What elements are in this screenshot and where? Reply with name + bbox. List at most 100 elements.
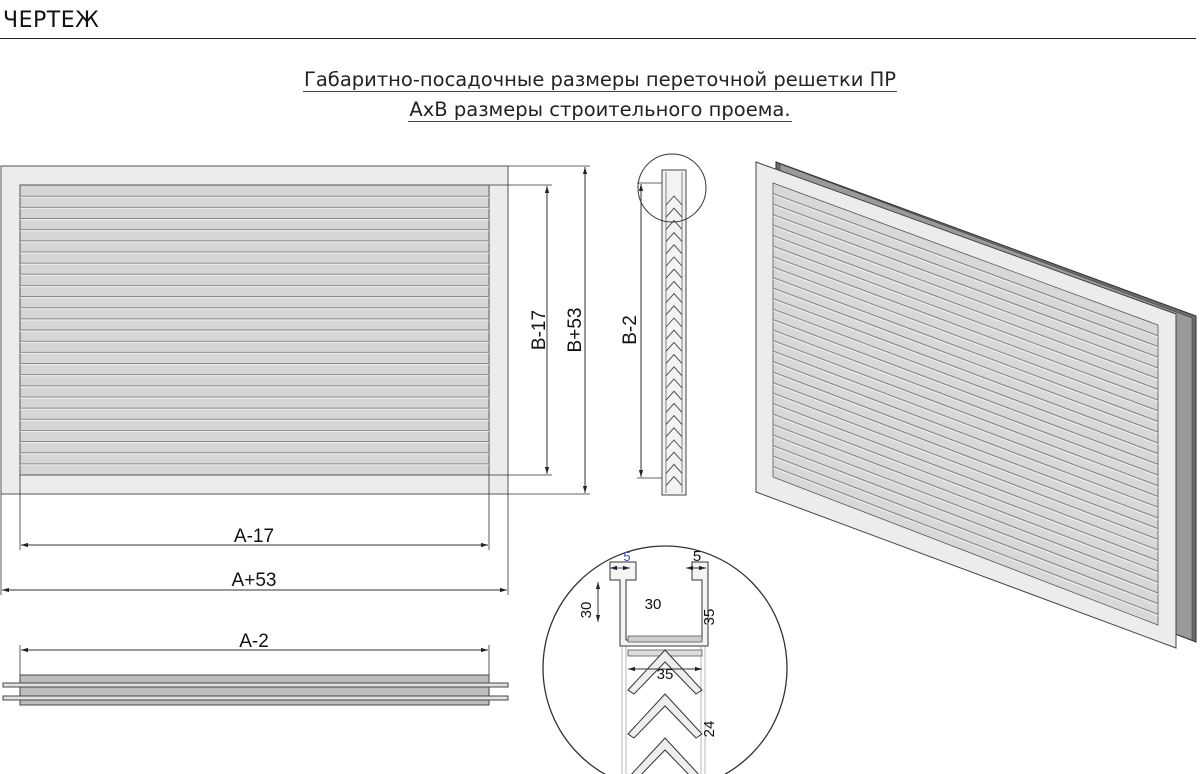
side-blade-chevron — [665, 414, 683, 425]
dim-label-a2: A-2 — [239, 631, 269, 652]
detail-callout-circle — [637, 153, 707, 223]
front-louver-slats — [20, 195, 489, 466]
top-flange-a — [2, 682, 509, 688]
header-divider — [0, 38, 1196, 39]
front-view — [0, 165, 509, 495]
detail-frame-profile — [609, 561, 709, 647]
side-blade-chevron — [665, 427, 683, 438]
side-blade-chevron — [665, 402, 683, 413]
drawing-title-line1: Габаритно-посадочные размеры переточной … — [302, 68, 898, 92]
side-blade-chevron — [665, 390, 683, 401]
side-blade-chevron — [665, 439, 683, 450]
detail-view: 5 5 30 30 35 35 24 — [542, 545, 788, 774]
dim-label-b53: B+53 — [565, 308, 586, 353]
perspective-slat-line — [772, 277, 1159, 422]
perspective-slat-line — [772, 371, 1159, 519]
perspective-slat-line — [772, 392, 1159, 540]
dim-label-24-pitch: 24 — [701, 721, 718, 738]
side-blade-chevron — [665, 195, 683, 206]
perspective-slat-highlight — [772, 467, 1159, 617]
perspective-slat-line — [772, 214, 1159, 358]
side-blade-chevron — [665, 317, 683, 328]
perspective-slat-highlight — [772, 236, 1159, 381]
perspective-slat-highlight — [772, 289, 1159, 435]
perspective-slat-highlight — [772, 320, 1159, 467]
perspective-slat-highlight — [772, 352, 1159, 499]
perspective-slat-highlight — [772, 457, 1159, 606]
perspective-slat-highlight — [772, 310, 1159, 456]
front-horizontal-dims: A-17 A+53 — [0, 475, 509, 595]
dim-label-b17: B-17 — [529, 310, 550, 350]
detail-blade-profile — [627, 737, 703, 774]
dim-label-a53: A+53 — [232, 570, 277, 591]
perspective-slat-line — [772, 308, 1159, 455]
brand-logo: ЧЕРТЕЖ — [3, 8, 100, 33]
drawing-title: Габаритно-посадочные размеры переточной … — [0, 68, 1200, 92]
side-blade-chevron — [665, 341, 683, 352]
perspective-slat-line — [772, 340, 1159, 487]
perspective-slat-highlight — [772, 394, 1159, 542]
perspective-slat-highlight — [772, 205, 1159, 349]
perspective-slat-line — [772, 424, 1159, 572]
perspective-slat-highlight — [772, 257, 1159, 402]
top-flange-b — [2, 695, 509, 701]
perspective-slat-highlight — [772, 331, 1159, 477]
perspective-slat-line — [772, 224, 1159, 369]
perspective-slat-highlight — [772, 373, 1159, 520]
side-blade-chevron — [665, 451, 683, 462]
dim-label-30-left: 30 — [578, 602, 595, 619]
perspective-slat-highlight — [772, 226, 1159, 370]
perspective-slat-line — [772, 266, 1159, 412]
perspective-slat-line — [772, 350, 1159, 497]
side-blade-chevron — [665, 268, 683, 279]
side-blade-profiles — [665, 195, 683, 486]
dim-label-35-right: 35 — [701, 609, 718, 626]
detail-blade-profile — [627, 649, 703, 695]
side-section: B-2 — [620, 153, 707, 496]
perspective-view — [755, 161, 1197, 649]
perspective-slat-line — [772, 245, 1159, 390]
perspective-slat-line — [772, 361, 1159, 508]
side-blade-chevron — [665, 244, 683, 255]
side-blade-chevron — [665, 378, 683, 389]
perspective-slat-line — [772, 287, 1159, 433]
perspective-slat-highlight — [772, 415, 1159, 563]
perspective-slat-line — [772, 319, 1159, 465]
perspective-slat-highlight — [772, 278, 1159, 424]
drawing-title-line2: АхВ размеры строительного проема. — [408, 98, 792, 122]
detail-blade-profiles — [627, 649, 703, 774]
perspective-slat-line — [772, 329, 1159, 476]
side-blade-chevron — [665, 207, 683, 218]
side-blade-chevron — [665, 292, 683, 303]
perspective-slat-highlight — [772, 341, 1159, 488]
dim-label-35-blade: 35 — [657, 666, 674, 683]
perspective-slat-highlight — [772, 383, 1159, 531]
perspective-slat-line — [772, 193, 1159, 337]
side-blade-chevron — [665, 463, 683, 474]
top-view: A-2 — [2, 631, 509, 706]
perspective-slat-line — [772, 382, 1159, 530]
dim-label-b2: B-2 — [620, 315, 641, 345]
dim-label-5-left: 5 — [623, 549, 630, 564]
front-vertical-dims: B-17 B+53 — [489, 165, 590, 495]
perspective-slat-highlight — [772, 404, 1159, 552]
perspective-louver-slats — [772, 193, 1159, 617]
perspective-slat-highlight — [772, 215, 1159, 360]
perspective-slat-highlight — [772, 425, 1159, 574]
side-blade-chevron — [665, 305, 683, 316]
side-blade-chevron — [665, 353, 683, 364]
header: ЧЕРТЕЖ — [0, 0, 1200, 40]
perspective-slat-highlight — [772, 268, 1159, 413]
side-blade-chevron — [665, 475, 683, 486]
perspective-slat-line — [772, 434, 1159, 583]
perspective-slat-highlight — [772, 194, 1159, 338]
dim-label-a17: A-17 — [234, 526, 274, 547]
perspective-slat-line — [772, 466, 1159, 615]
perspective-slat-line — [772, 235, 1159, 380]
perspective-slat-highlight — [772, 436, 1159, 585]
perspective-slat-line — [772, 403, 1159, 551]
side-blade-chevron — [665, 256, 683, 267]
perspective-slat-line — [772, 203, 1159, 347]
perspective-slat-highlight — [772, 247, 1159, 392]
